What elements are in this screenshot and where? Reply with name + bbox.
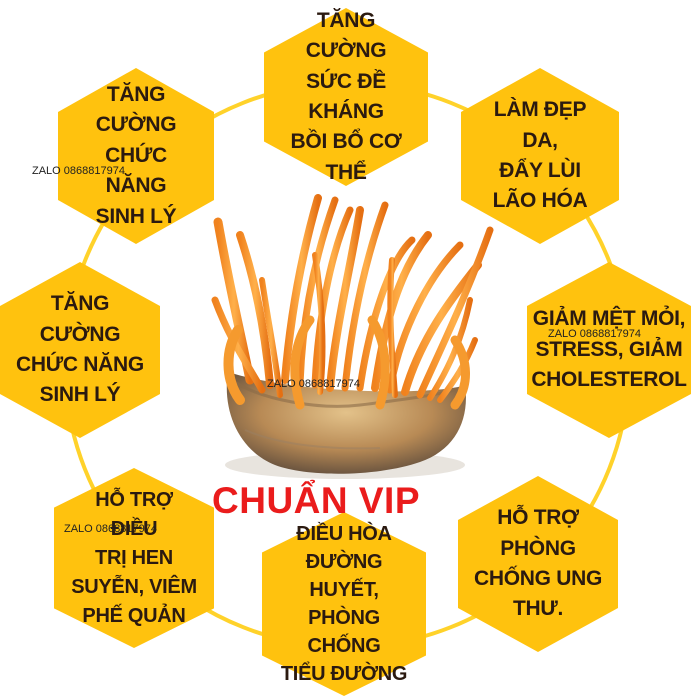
hex-physiology-left-text: TĂNG CƯỜNG CHỨC NĂNG SINH LÝ <box>16 292 144 407</box>
hexagon-shape <box>262 512 426 696</box>
watermark-zalo: ZALO 0868817974 <box>32 165 125 177</box>
watermark-zalo: ZALO 0868817974 <box>64 523 157 535</box>
hexagon-shape <box>458 476 618 652</box>
hex-physiology-top-left-text: TĂNG CƯỜNG CHỨC NĂNG SINH LÝ <box>95 82 177 228</box>
hex-beauty-text: LÀM ĐẸP DA, ĐẨY LÙI LÃO HÓA <box>492 98 588 213</box>
hex-cancer: HỖ TRỢ PHÒNG CHỐNG UNG THƯ. <box>458 476 618 652</box>
hex-asthma-text: HỖ TRỢ ĐIỀU TRỊ HEN SUYỄN, VIÊM PHẾ QUẢN <box>71 488 197 627</box>
hex-cancer-text: HỖ TRỢ PHÒNG CHỐNG UNG THƯ. <box>474 506 602 621</box>
hex-blood-sugar-text: ĐIỀU HÒA ĐƯỜNG HUYẾT, PHÒNG CHỐNG TIỂU Đ… <box>280 523 408 685</box>
hex-resistance: TĂNG CƯỜNG SỨC ĐỀ KHÁNG BỒI BỔ CƠ THỂ <box>264 8 428 186</box>
hex-physiology-left: TĂNG CƯỜNG CHỨC NĂNG SINH LÝ <box>0 262 160 438</box>
watermark-zalo: ZALO 0868817974 <box>267 378 360 390</box>
hex-physiology-top-left: TĂNG CƯỜNG CHỨC NĂNG SINH LÝ <box>58 68 214 244</box>
hex-fatigue: GIẢM MỆT MỎI, STRESS, GIẢM CHOLESTEROL <box>527 262 691 438</box>
hexagon-shape <box>54 468 214 648</box>
hex-asthma: HỖ TRỢ ĐIỀU TRỊ HEN SUYỄN, VIÊM PHẾ QUẢN <box>54 468 214 648</box>
hexagon-shape <box>527 262 691 438</box>
hex-fatigue-text: GIẢM MỆT MỎI, STRESS, GIẢM CHOLESTEROL <box>531 307 687 392</box>
hexagon-shape <box>264 8 428 186</box>
hexagon-shape <box>58 68 214 244</box>
watermark-zalo: ZALO 0868817974 <box>548 328 641 340</box>
hex-resistance-text: TĂNG CƯỜNG SỨC ĐỀ KHÁNG BỒI BỔ CƠ THỂ <box>290 8 402 184</box>
hexagon-shape <box>0 262 160 438</box>
title-chuan-vip: CHUẨN VIP <box>212 480 421 521</box>
hex-beauty: LÀM ĐẸP DA, ĐẨY LÙI LÃO HÓA <box>461 68 619 244</box>
hex-blood-sugar: ĐIỀU HÒA ĐƯỜNG HUYẾT, PHÒNG CHỐNG TIỂU Đ… <box>262 512 426 696</box>
hexagon-shape <box>461 68 619 244</box>
